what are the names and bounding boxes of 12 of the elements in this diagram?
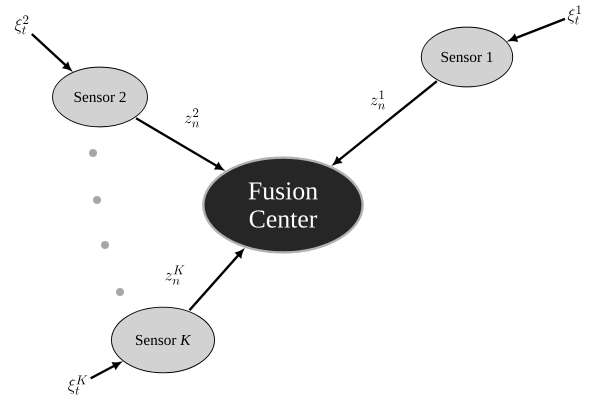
edge-label: $z_n^2$	[184, 108, 200, 128]
arrow	[188, 250, 244, 311]
arrow	[135, 117, 224, 170]
input-label: $\xi_t^K$	[68, 375, 88, 395]
edge-label: $z_n^K$	[165, 265, 184, 285]
input-label: $\xi_t^1$	[568, 5, 581, 24]
arrow	[31, 33, 72, 70]
arrow	[509, 18, 566, 42]
edge-label: $z_n^1$	[370, 90, 386, 110]
arrow	[333, 80, 438, 165]
input-label: $\xi_t^2$	[14, 15, 28, 34]
arrow	[90, 362, 121, 380]
